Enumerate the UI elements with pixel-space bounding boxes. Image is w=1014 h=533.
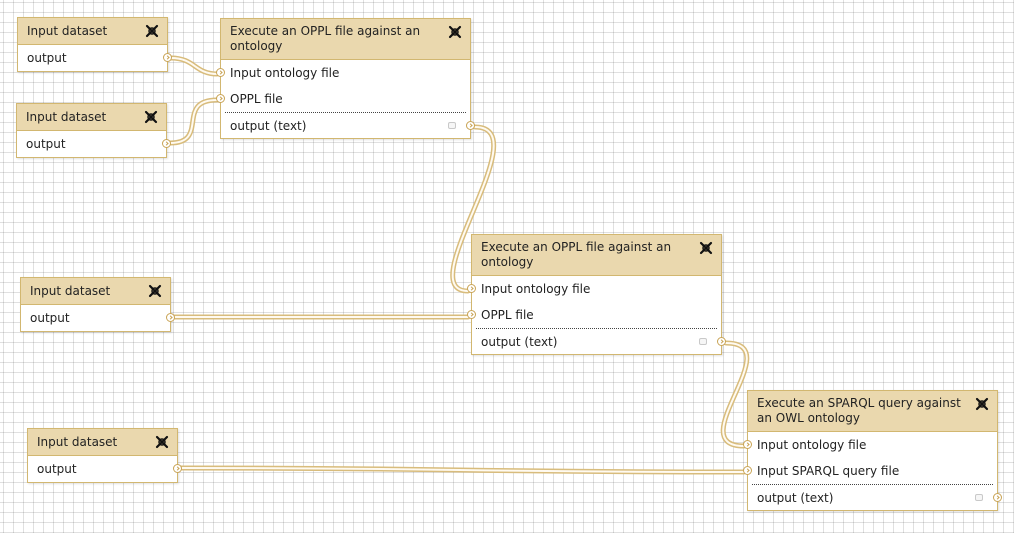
- output-terminal-icon[interactable]: [162, 139, 171, 148]
- output-label: output: [26, 137, 66, 151]
- output-row: output (text): [476, 328, 726, 354]
- output-label: output: [27, 51, 67, 65]
- input-terminal-icon[interactable]: [467, 310, 476, 319]
- pin-icon[interactable]: [975, 494, 983, 501]
- node-title[interactable]: Input dataset: [18, 18, 167, 45]
- connector-input4-to-tool3: [178, 465, 747, 475]
- output-terminal-icon[interactable]: [466, 121, 475, 130]
- close-icon[interactable]: [155, 435, 169, 449]
- input-row-sparql: Input SPARQL query file: [743, 458, 997, 484]
- close-icon[interactable]: [148, 284, 162, 298]
- output-label: output: [30, 311, 70, 325]
- input-dataset-node-2[interactable]: Input dataset output: [16, 103, 171, 158]
- input-dataset-node-1[interactable]: Input dataset output: [17, 17, 172, 72]
- input-label: Input ontology file: [757, 438, 867, 452]
- input-terminal-icon[interactable]: [216, 68, 225, 77]
- close-icon[interactable]: [975, 397, 989, 411]
- node-title[interactable]: Execute an SPARQL query against an OWL o…: [748, 391, 997, 432]
- input-row-oppl: OPPL file: [216, 86, 470, 112]
- output-terminal-icon[interactable]: [163, 53, 172, 62]
- input-label: Input ontology file: [481, 282, 591, 296]
- node-title[interactable]: Execute an OPPL file against an ontology: [221, 19, 470, 60]
- output-row: output: [17, 131, 171, 157]
- input-terminal-icon[interactable]: [216, 94, 225, 103]
- input-terminal-icon[interactable]: [743, 466, 752, 475]
- node-title-text: Input dataset: [26, 110, 107, 124]
- node-title[interactable]: Input dataset: [21, 278, 170, 305]
- output-row: output: [28, 456, 182, 482]
- output-label: output (text): [481, 335, 558, 349]
- input-row-oppl: OPPL file: [467, 302, 721, 328]
- output-terminal-icon[interactable]: [173, 464, 182, 473]
- close-icon[interactable]: [448, 25, 462, 39]
- node-title-text: Input dataset: [30, 284, 111, 298]
- input-row-ontology: Input ontology file: [467, 276, 721, 302]
- output-label: output: [37, 462, 77, 476]
- output-terminal-icon[interactable]: [166, 313, 175, 322]
- node-title-text: Execute an SPARQL query against an OWL o…: [757, 396, 961, 425]
- tool-node-oppl-2[interactable]: Execute an OPPL file against an ontology…: [467, 234, 726, 355]
- input-label: Input SPARQL query file: [757, 464, 900, 478]
- input-label: OPPL file: [230, 92, 283, 106]
- close-icon[interactable]: [699, 241, 713, 255]
- output-terminal-icon[interactable]: [717, 337, 726, 346]
- input-terminal-icon[interactable]: [743, 440, 752, 449]
- close-icon[interactable]: [145, 24, 159, 38]
- output-row: output (text): [225, 112, 475, 138]
- output-label: output (text): [757, 491, 834, 505]
- close-icon[interactable]: [144, 110, 158, 124]
- node-title-text: Execute an OPPL file against an ontology: [230, 24, 421, 53]
- input-label: Input ontology file: [230, 66, 340, 80]
- output-row: output: [21, 305, 175, 331]
- output-row: output: [18, 45, 172, 71]
- node-title-text: Input dataset: [27, 24, 108, 38]
- tool-node-oppl-1[interactable]: Execute an OPPL file against an ontology…: [216, 18, 475, 139]
- output-row: output (text): [752, 484, 1002, 510]
- pin-icon[interactable]: [448, 122, 456, 129]
- input-label: OPPL file: [481, 308, 534, 322]
- input-dataset-node-4[interactable]: Input dataset output: [27, 428, 182, 483]
- node-title[interactable]: Input dataset: [17, 104, 166, 131]
- input-dataset-node-3[interactable]: Input dataset output: [20, 277, 175, 332]
- input-row-ontology: Input ontology file: [743, 432, 997, 458]
- connector-input1-to-tool1: [168, 55, 220, 77]
- node-title-text: Input dataset: [37, 435, 118, 449]
- tool-node-sparql[interactable]: Execute an SPARQL query against an OWL o…: [743, 390, 1002, 511]
- connector-tool2-to-tool3: [720, 340, 750, 449]
- pin-icon[interactable]: [699, 338, 707, 345]
- node-title[interactable]: Execute an OPPL file against an ontology: [472, 235, 721, 276]
- node-title[interactable]: Input dataset: [28, 429, 177, 456]
- input-terminal-icon[interactable]: [467, 284, 476, 293]
- input-row-ontology: Input ontology file: [216, 60, 470, 86]
- node-title-text: Execute an OPPL file against an ontology: [481, 240, 672, 269]
- output-label: output (text): [230, 119, 307, 133]
- output-terminal-icon[interactable]: [993, 493, 1002, 502]
- connector-input2-to-tool1: [167, 97, 220, 146]
